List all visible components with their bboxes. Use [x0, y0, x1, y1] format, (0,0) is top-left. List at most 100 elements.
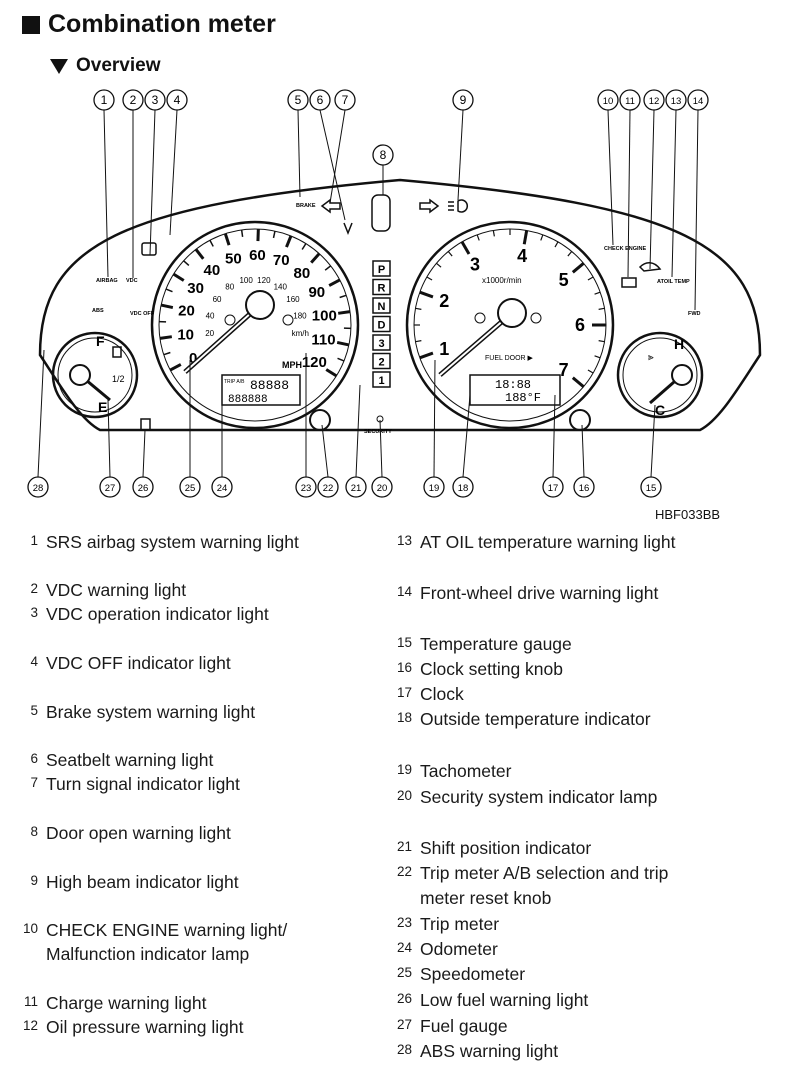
callout-number: 23 — [301, 483, 312, 494]
legend-text: Odometer — [420, 939, 498, 959]
figure-code: HBF033BB — [655, 507, 721, 522]
legend-number: 23 — [396, 915, 412, 930]
callout-number: 1 — [101, 93, 108, 107]
cluster-outline — [38, 178, 762, 432]
legend-number: 9 — [30, 873, 38, 888]
callout-number: 12 — [649, 96, 660, 107]
legend-number: 25 — [396, 965, 412, 980]
odo-display: 888888 — [228, 394, 268, 406]
speedo-tick — [325, 368, 338, 378]
legend-text: Fuel gauge — [420, 1016, 508, 1036]
callout-circle — [665, 89, 687, 111]
tacho-label: 2 — [439, 291, 449, 311]
speedo-tick — [223, 233, 231, 246]
speedo-tick — [165, 288, 173, 293]
leader-line — [627, 109, 631, 278]
legend-number: 10 — [22, 921, 38, 936]
callout-number: 14 — [693, 96, 704, 107]
callout-circle — [166, 89, 188, 111]
tacho-tick — [522, 230, 529, 245]
leader-line — [142, 429, 146, 478]
callout-circle — [372, 144, 394, 166]
page-title: Combination meter — [22, 10, 276, 39]
callout-circle — [619, 89, 641, 111]
legend-number: 22 — [396, 864, 412, 879]
callout-number: 7 — [342, 93, 349, 107]
legend-number: 2 — [30, 581, 38, 596]
leader-line — [169, 109, 178, 236]
shift-letter: P — [378, 264, 385, 276]
speedo-label: 90 — [308, 284, 325, 301]
callout-number: 17 — [548, 483, 559, 494]
leader-line — [462, 394, 471, 478]
legend-number: 13 — [396, 533, 412, 548]
legend-number: 20 — [396, 788, 412, 803]
legend-number: 21 — [396, 839, 412, 854]
clock-display: 18:88 — [495, 378, 531, 392]
speedo-tick — [337, 310, 351, 315]
speedo-label: 50 — [225, 250, 242, 267]
abs-label: ABS — [92, 308, 104, 314]
callout-number: 26 — [138, 483, 149, 494]
kmh-label: 140 — [274, 283, 288, 292]
callout-circle — [179, 476, 201, 498]
callout-circle — [317, 476, 339, 498]
leader-line — [319, 109, 346, 221]
legend-text: Seatbelt warning light — [46, 750, 214, 770]
legend-text: Shift position indicator — [420, 838, 592, 858]
callout-number: 15 — [646, 483, 657, 494]
fwd-label: FWD — [688, 311, 701, 317]
leader-line — [149, 109, 156, 256]
legend-number: 16 — [396, 660, 412, 675]
kmh-label: 180 — [293, 311, 307, 320]
clock-setting-knob[interactable] — [569, 409, 591, 431]
legend-number: 26 — [396, 991, 412, 1006]
legend-text: High beam indicator light — [46, 872, 239, 892]
legend-text: VDC operation indicator light — [46, 604, 269, 624]
title-text: Combination meter — [48, 10, 276, 38]
callout-number: 16 — [579, 483, 590, 494]
speedo-tick — [169, 363, 182, 372]
tacho-unit: x1000r/min — [482, 276, 522, 285]
legend-number: 5 — [30, 703, 38, 718]
shift-letter: N — [378, 301, 386, 313]
tacho-label: 6 — [575, 315, 585, 335]
callout-circle — [27, 476, 49, 498]
seatbelt-icon — [343, 222, 353, 236]
tacho-tick — [419, 351, 434, 360]
airbag-label: AIRBAG — [96, 278, 118, 284]
turn-right-icon — [419, 198, 440, 214]
tacho-label: 5 — [559, 270, 569, 290]
callout-circle — [211, 476, 233, 498]
callout-circle — [295, 476, 317, 498]
callout-circle — [687, 89, 709, 111]
legend-number: 28 — [396, 1042, 412, 1057]
tacho-tick — [594, 355, 601, 359]
trip-ab-label: TRIP A/B — [224, 379, 245, 385]
callout-number: 27 — [105, 483, 116, 494]
callout-circle — [452, 89, 474, 111]
fuel-pump-icon — [112, 346, 122, 358]
callout-circle — [573, 476, 595, 498]
legend-text: SRS airbag system warning light — [46, 532, 299, 552]
trip-reset-knob[interactable] — [309, 409, 331, 431]
kmh-label: 40 — [206, 311, 215, 320]
callout-circle — [345, 476, 367, 498]
kmh-label: 100 — [239, 276, 253, 285]
legend-text: VDC OFF indicator light — [46, 653, 231, 673]
temp-cold-mark: C — [655, 402, 665, 418]
tacho-tick — [554, 241, 559, 248]
callout-circle — [597, 89, 619, 111]
callout-circle — [452, 476, 474, 498]
legend-text: Clock setting knob — [420, 659, 563, 679]
legend-number: 4 — [30, 654, 38, 669]
legend-text: Turn signal indicator light — [46, 774, 240, 794]
speedo-tick — [336, 340, 350, 347]
shift-box — [372, 315, 391, 333]
triangle-down-icon — [50, 58, 68, 74]
legend-number: 24 — [396, 940, 412, 955]
trip-display: 88888 — [250, 378, 289, 393]
callout-number: 6 — [317, 93, 324, 107]
kmh-label: km/h — [292, 329, 309, 338]
speedo-label: 70 — [273, 252, 290, 269]
